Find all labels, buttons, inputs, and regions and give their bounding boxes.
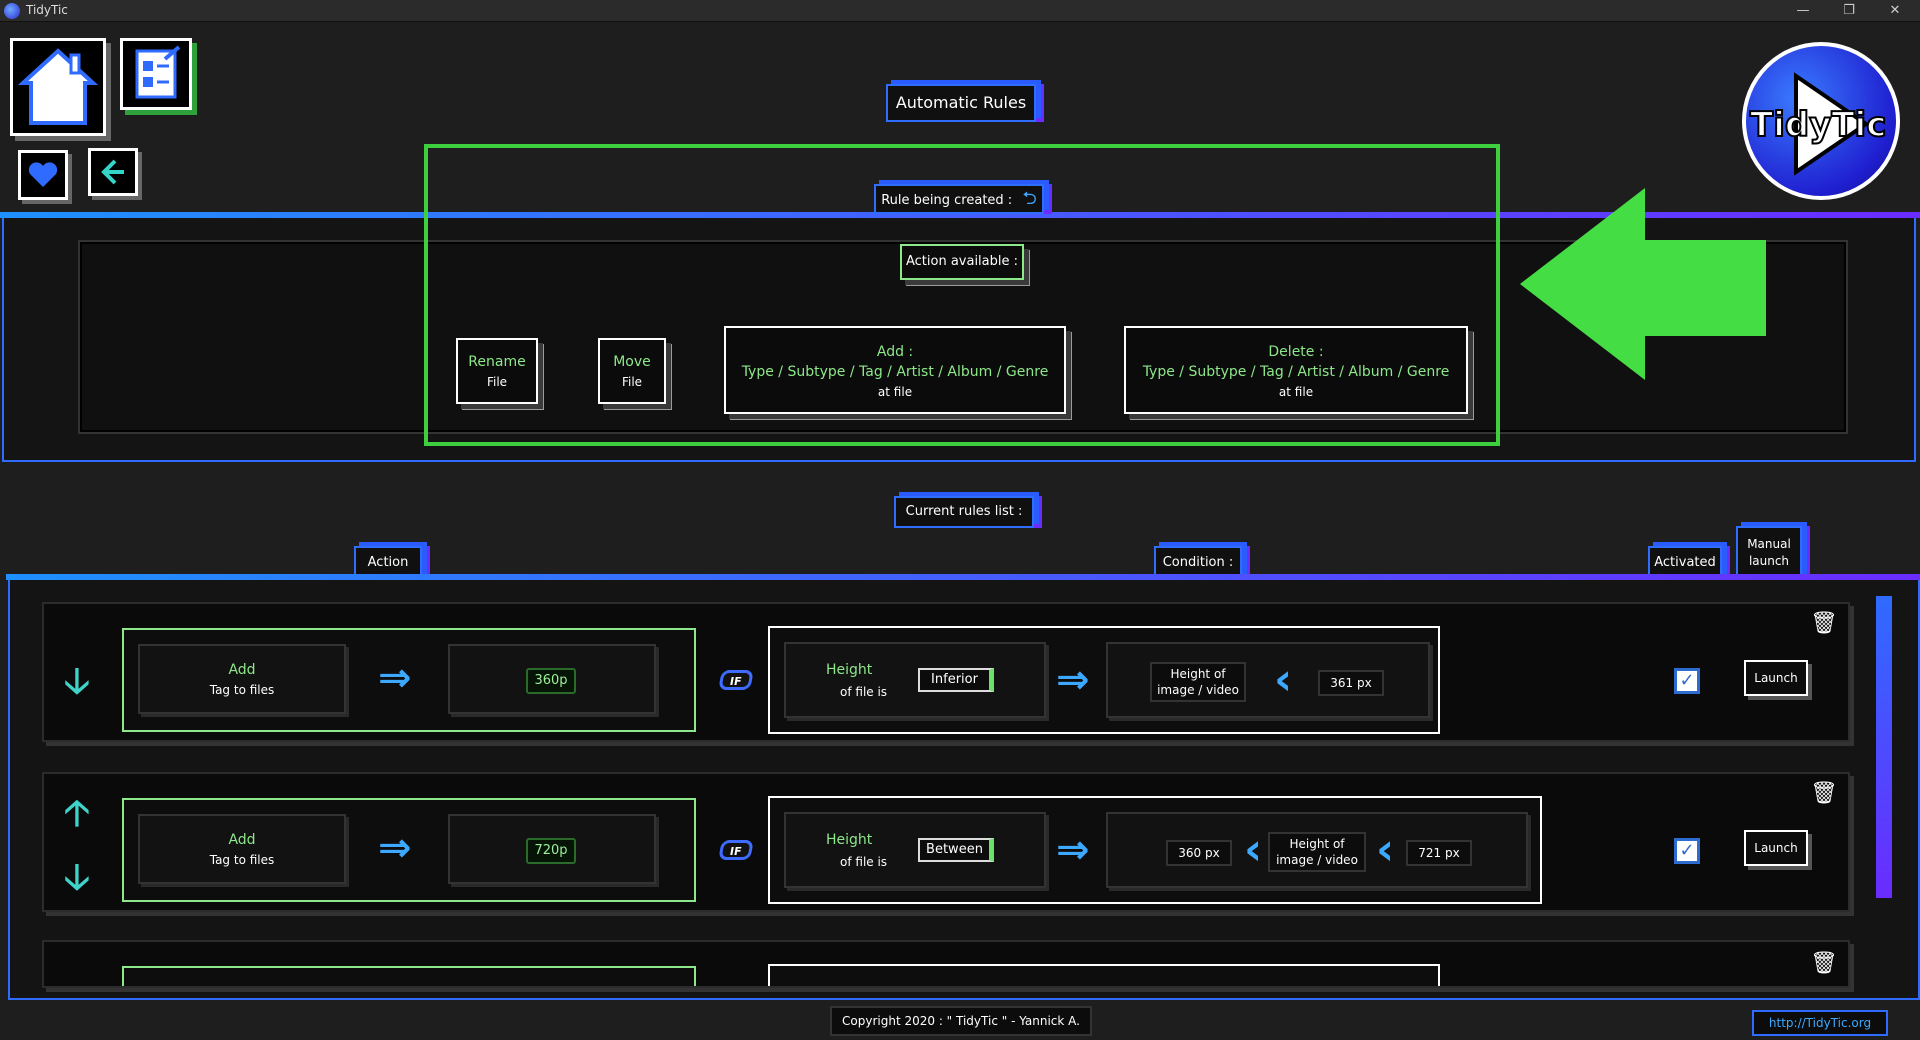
action-type: Add Tag to files [138, 814, 346, 884]
rules-band-top [6, 574, 1920, 580]
right-arrow-icon: ⇒ [378, 825, 412, 871]
rename-file-button[interactable]: Rename File [456, 338, 538, 404]
condition-target: Height of image / video [1150, 662, 1246, 702]
rule-condition[interactable] [768, 964, 1440, 986]
right-arrow-icon: ⇒ [378, 655, 412, 701]
if-badge: IF [718, 670, 754, 690]
trash-icon[interactable]: 🗑 [1810, 781, 1838, 806]
highlight-frame [424, 144, 1500, 446]
less-than-icon: ‹ [1244, 824, 1263, 875]
logo-arrow-icon: TidyTic [1749, 72, 1887, 176]
edit-list-icon [135, 45, 181, 99]
condition-field: Height of file is Inferior [784, 642, 1046, 718]
action-type: Add Tag to files [138, 644, 346, 714]
condition-low: 360 px [1166, 840, 1232, 866]
delete-metadata-button[interactable]: Delete : Type / Subtype / Tag / Artist /… [1124, 326, 1468, 414]
add-metadata-button[interactable]: Add : Type / Subtype / Tag / Artist / Al… [724, 326, 1066, 414]
trash-icon[interactable]: 🗑 [1810, 611, 1838, 636]
launch-button[interactable]: Launch [1744, 660, 1808, 696]
creation-band-top [0, 212, 1920, 218]
close-button[interactable]: ✕ [1889, 3, 1901, 18]
condition-sub: of file is [840, 685, 888, 699]
rule-action[interactable]: Add Tag to files ⇒ 360p [122, 628, 696, 732]
condition-operator[interactable]: Inferior [918, 668, 994, 692]
condition-expression: 360 px ‹ Height of image / video ‹ 721 p… [1106, 812, 1528, 888]
current-rules-label: Current rules list : [894, 496, 1034, 528]
rules-editor-button[interactable] [120, 38, 192, 110]
window-title: TidyTic [26, 3, 68, 17]
move-file-button[interactable]: Move File [598, 338, 666, 404]
maximize-button[interactable]: ❐ [1843, 3, 1855, 18]
app-icon [4, 3, 20, 19]
condition-title: Height [826, 662, 873, 678]
condition-title: Height [826, 832, 873, 848]
if-badge: IF [718, 840, 754, 860]
heart-icon [28, 162, 58, 187]
rule-being-created-label: Rule being created : ⮌ [874, 184, 1044, 214]
action-value: 720p [526, 838, 576, 864]
less-than-icon: ‹ [1376, 824, 1395, 875]
favorites-button[interactable] [18, 150, 68, 200]
rule-condition[interactable]: Height of file is Inferior ⇒ Height of i… [768, 626, 1440, 734]
logo-text: TidyTic [1750, 105, 1886, 145]
website-link[interactable]: http://TidyTic.org [1752, 1010, 1888, 1036]
rule-row-3: 🗑 [42, 940, 1850, 988]
action-value: 360p [526, 668, 576, 694]
back-button[interactable] [88, 148, 138, 196]
condition-operator[interactable]: Between [918, 838, 994, 862]
col-manual-launch: Manual launch [1736, 526, 1802, 580]
condition-expression: Height of image / video ‹ 361 px [1106, 642, 1430, 718]
condition-sub: of file is [840, 855, 888, 869]
condition-limit: 361 px [1318, 670, 1384, 696]
rule-condition[interactable]: Height of file is Between ⇒ 360 px ‹ Hei… [768, 796, 1542, 904]
rules-scrollbar[interactable] [1876, 596, 1892, 898]
move-up-icon[interactable]: 🡡 [64, 793, 90, 834]
activated-checkbox[interactable]: ✓ [1674, 668, 1700, 694]
rule-row-2: 🡡 🡣 Add Tag to files ⇒ 720p IF Height of… [42, 772, 1850, 912]
right-arrow-icon: ⇒ [1056, 827, 1090, 873]
less-than-icon: ‹ [1274, 654, 1293, 705]
home-button[interactable] [10, 38, 106, 136]
activated-checkbox[interactable]: ✓ [1674, 838, 1700, 864]
page-title: Automatic Rules [886, 84, 1036, 122]
condition-high: 721 px [1406, 840, 1472, 866]
rule-action[interactable] [122, 966, 696, 986]
right-arrow-icon: ⇒ [1056, 657, 1090, 703]
launch-button[interactable]: Launch [1744, 830, 1808, 866]
highlight-arrow [1520, 188, 1766, 380]
action-value-box: 720p [448, 814, 656, 884]
home-icon [17, 48, 99, 125]
trash-icon[interactable]: 🗑 [1810, 951, 1838, 976]
move-down-icon[interactable]: 🡣 [64, 661, 90, 702]
tidytic-logo: TidyTic [1742, 42, 1900, 200]
move-down-icon[interactable]: 🡣 [64, 857, 90, 898]
copyright: Copyright 2020 : " TidyTic " - Yannick A… [830, 1006, 1092, 1036]
undo-icon[interactable]: ⮌ [1022, 188, 1037, 209]
actions-available-label: Action available : [900, 244, 1024, 280]
rule-row-1: 🡣 Add Tag to files ⇒ 360p IF Height of f… [42, 602, 1850, 742]
condition-target: Height of image / video [1268, 832, 1366, 872]
minimize-button[interactable]: — [1796, 3, 1810, 18]
action-value-box: 360p [448, 644, 656, 714]
title-bar: TidyTic — ❐ ✕ [0, 0, 1920, 22]
rule-action[interactable]: Add Tag to files ⇒ 720p [122, 798, 696, 902]
condition-field: Height of file is Between [784, 812, 1046, 888]
back-arrow-icon [101, 159, 124, 185]
